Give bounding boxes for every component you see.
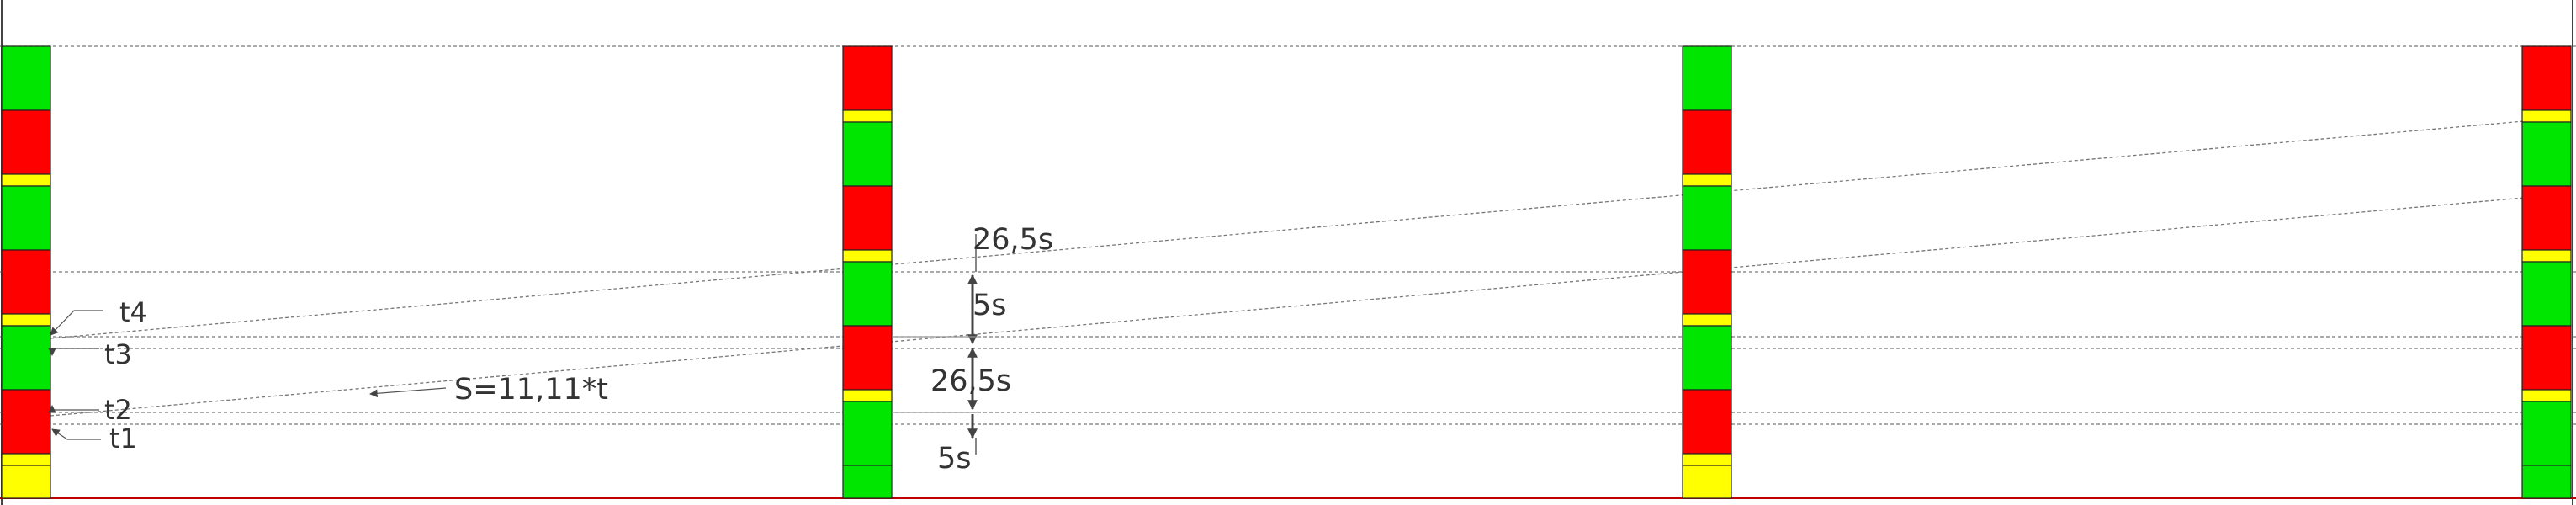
label-t2: t2 (104, 394, 132, 426)
signal-segment-green (2521, 465, 2572, 499)
label-t4: t4 (119, 296, 147, 328)
signal-segment-yellow (1, 313, 51, 327)
signal-segment-red (2521, 325, 2572, 391)
label-dim-top: 26,5s (973, 223, 1053, 257)
signal-segment-yellow (842, 109, 893, 123)
trajectory-upper (50, 120, 2525, 339)
trajectory-lines (50, 120, 2525, 417)
label-formula: S=11,11*t (454, 373, 608, 407)
signal-segment-green (842, 401, 893, 466)
signal-segment-red (2521, 185, 2572, 251)
signal-segment-green (1682, 325, 1732, 391)
signal-segment-green (842, 261, 893, 327)
signal-segment-green (2521, 261, 2572, 327)
t3-leader (48, 348, 99, 356)
signal-columns (1, 45, 2572, 499)
signal-segment-red (1, 109, 51, 175)
trajectory-lower (50, 197, 2525, 417)
signal-segment-green (1682, 45, 1732, 111)
signal-segment-yellow (1682, 453, 1732, 466)
signal-segment-green (2521, 121, 2572, 187)
dimension-annotations (892, 234, 980, 454)
label-t3: t3 (104, 338, 132, 370)
signal-segment-red (2521, 45, 2572, 111)
signal-segment-yellow (1682, 465, 1732, 499)
signal-segment-yellow (1, 173, 51, 187)
signal-segment-yellow (2521, 109, 2572, 123)
signal-segment-red (1682, 249, 1732, 315)
signal-segment-yellow (1, 453, 51, 466)
signal-segment-yellow (2521, 249, 2572, 263)
signal-segment-red (1682, 389, 1732, 454)
signal-segment-green (2521, 401, 2572, 466)
label-t1: t1 (109, 423, 137, 454)
label-dim-mid: 26,5s (930, 364, 1011, 398)
signal-segment-red (842, 185, 893, 251)
signal-segment-green (1682, 185, 1732, 251)
label-dim-yellow-top: 5s (973, 289, 1007, 322)
formula-leader (369, 387, 447, 398)
signal-segment-green (1, 325, 51, 391)
label-dim-bottom: 5s (937, 442, 972, 476)
signal-segment-green (842, 465, 893, 499)
signal-segment-yellow (1, 465, 51, 499)
signal-segment-yellow (2521, 389, 2572, 402)
t4-leader (50, 310, 103, 336)
signal-segment-green (1, 45, 51, 111)
signal-segment-green (842, 121, 893, 187)
signal-segment-red (1, 389, 51, 454)
t2-leader (48, 405, 99, 413)
signal-segment-yellow (1682, 313, 1732, 327)
signal-segment-red (842, 325, 893, 391)
signal-segment-red (842, 45, 893, 111)
signal-segment-yellow (842, 249, 893, 263)
signal-segment-green (1, 185, 51, 251)
t1-leader (51, 428, 101, 440)
leader-lines (48, 310, 447, 440)
signal-segment-red (1682, 109, 1732, 175)
signal-segment-yellow (842, 389, 893, 402)
signal-segment-red (1, 249, 51, 315)
signal-segment-yellow (1682, 173, 1732, 187)
horizontal-guides (0, 45, 2576, 425)
